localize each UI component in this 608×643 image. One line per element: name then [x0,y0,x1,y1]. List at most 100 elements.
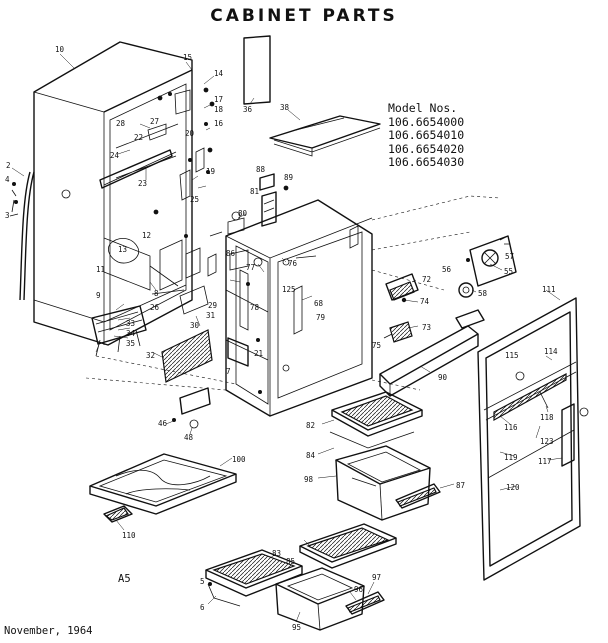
part-label: 123 [540,437,554,446]
fastener-cluster [153,87,241,315]
part-label: 22 [134,133,143,142]
top-panel [243,35,271,105]
part-label: 7 [226,367,231,376]
part-label: 8 [154,289,159,298]
floor-pan [89,453,237,523]
page-title: CABINET PARTS [210,6,398,26]
part-label: 78 [250,303,260,312]
light-switch [389,321,413,343]
part-label: 82 [306,421,315,430]
part-label: 87 [456,481,465,490]
part-labels: 10 2 4 3 15 14 36 38 28 27 22 20 16 18 1… [5,45,558,632]
part-label: 25 [190,195,199,204]
part-label: 111 [542,285,556,294]
part-label: 5 [200,577,205,586]
control-parts [209,173,317,271]
part-label: 89 [284,173,293,182]
part-label: 98 [304,475,314,484]
part-label: 19 [206,167,215,176]
part-label: 30 [190,321,200,330]
top-tray [269,115,381,157]
part-label: 48 [184,433,194,442]
part-label: 12 [142,231,151,240]
footer-date: November, 1964 [4,625,93,637]
part-label: 32 [146,351,155,360]
part-label: 125 [282,285,296,294]
outer-cabinet [33,41,193,357]
part-label: 77 [246,263,255,272]
lower-shelf [299,523,397,569]
part-label: 74 [420,297,430,306]
part-label: 55 [504,267,513,276]
part-label: 35 [126,339,135,348]
part-label: 56 [442,265,452,274]
part-label: 18 [214,105,224,114]
part-label: 46 [158,419,168,428]
model-numbers-block: Model Nos. 106.6654000 106.6654010 106.6… [388,101,465,170]
meat-keeper-cover [205,549,303,597]
model-number: 106.6654020 [388,141,465,156]
part-label: 116 [504,423,518,432]
breaker-strip [379,309,485,397]
part-label: 115 [505,351,519,360]
cabinet-liner [225,199,373,417]
part-label: 26 [150,303,160,312]
part-label: 23 [138,179,147,188]
part-label: 110 [122,531,136,540]
part-label: 15 [183,53,192,62]
part-label: 72 [422,275,431,284]
part-label: 96 [354,585,364,594]
part-label: 75 [372,341,381,350]
part-label: 68 [314,299,324,308]
part-label: 11 [96,265,105,274]
part-label: 28 [116,119,126,128]
part-label: 31 [206,311,215,320]
part-label: 58 [478,289,488,298]
part-label: 83 [272,549,281,558]
model-number: 106.6654030 [388,155,465,169]
part-label: 20 [185,129,195,138]
part-label: 57 [505,252,514,261]
vent-grille [161,329,213,383]
part-label: 84 [306,451,316,460]
door-frame [477,297,589,581]
part-label: 85 [286,557,295,566]
model-number: 106.6654000 [388,114,465,129]
part-label: 80 [238,209,248,218]
part-label: 24 [110,151,120,160]
part-label: 16 [214,119,224,128]
part-label: 34 [126,329,136,338]
part-label: 13 [118,245,127,254]
part-label: 119 [504,453,518,462]
part-label: 117 [538,457,552,466]
part-label: 120 [506,483,520,492]
model-number: 106.6654010 [388,128,465,142]
part-label: 86 [226,249,236,258]
crisper-cover [329,391,423,449]
part-label: 90 [438,373,448,382]
part-label: 100 [232,455,246,464]
part-label: 9 [96,291,101,300]
part-label: 17 [214,95,223,104]
part-label: 2 [6,161,11,170]
part-label: 14 [214,69,224,78]
part-label: 27 [150,117,159,126]
part-label: 118 [540,413,554,422]
part-label: 76 [288,259,298,268]
thermostat-knob [385,273,419,303]
part-label: 88 [256,165,266,174]
part-label: 38 [280,103,290,112]
part-label: 4 [5,175,10,184]
door-gasket-tube [9,171,71,301]
fan-assembly [458,235,517,298]
part-label: 33 [126,319,135,328]
part-label: 73 [422,323,431,332]
mullion-parts [171,387,211,429]
part-label: 21 [254,349,263,358]
model-heading: Model Nos. [388,101,458,115]
crisper-drawer [335,445,441,521]
footer-code: A5 [118,573,131,585]
part-label: 29 [208,301,217,310]
